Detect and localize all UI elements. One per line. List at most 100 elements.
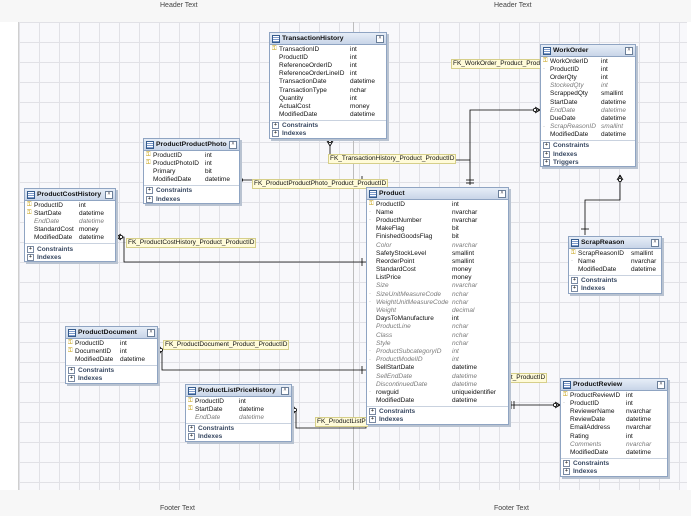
section-indexes[interactable]: +Indexes	[66, 375, 157, 383]
expand-icon[interactable]: +	[27, 245, 34, 253]
expand-icon[interactable]: +	[369, 408, 376, 416]
expand-icon[interactable]: +	[563, 468, 570, 476]
table-header[interactable]: ProductProductPhoto˄	[144, 139, 239, 151]
expand-icon[interactable]: +	[27, 253, 34, 261]
table-header[interactable]: ProductReview˄	[561, 379, 667, 391]
expand-icon[interactable]: +	[146, 195, 153, 203]
section-indexes[interactable]: +Indexes	[186, 433, 291, 441]
fk-label-transaction-history[interactable]: FK_TransactionHistory_Product_ProductID	[328, 154, 457, 164]
collapse-icon[interactable]: ˄	[376, 34, 384, 43]
section-indexes[interactable]: +Indexes	[367, 416, 508, 424]
table-header[interactable]: ScrapReason˄	[569, 237, 661, 249]
expand-icon[interactable]: +	[563, 460, 570, 468]
fk-label-product-photo[interactable]: FK_ProductProductPhoto_Product_ProductID	[252, 179, 389, 189]
section-constraints[interactable]: +Constraints	[541, 142, 635, 150]
expand-icon[interactable]: +	[369, 416, 376, 424]
expand-icon[interactable]: +	[543, 150, 550, 158]
expand-icon[interactable]: +	[571, 277, 578, 285]
fk-scrapreason-line[interactable]	[584, 175, 621, 235]
expand-icon[interactable]: +	[272, 130, 279, 138]
section-constraints[interactable]: +Constraints	[561, 460, 667, 468]
section-indexes[interactable]: +Indexes	[569, 285, 661, 293]
section-constraints[interactable]: +Constraints	[25, 245, 115, 253]
table-header[interactable]: Product˄	[367, 188, 508, 200]
section-indexes[interactable]: +Indexes	[270, 130, 386, 138]
collapse-icon[interactable]: ˄	[498, 189, 506, 198]
table-header[interactable]: TransactionHistory˄	[270, 33, 386, 45]
expand-icon[interactable]: +	[543, 158, 550, 166]
fk-workorder-line[interactable]	[469, 109, 540, 160]
table-header[interactable]: WorkOrder˄	[541, 45, 635, 57]
table-header[interactable]: ProductDocument˄	[66, 327, 157, 339]
section-indexes[interactable]: +Indexes	[541, 150, 635, 158]
expand-icon[interactable]: +	[68, 367, 75, 375]
collapse-icon[interactable]: ˄	[657, 380, 665, 389]
fk-label-cost-history[interactable]: FK_ProductCostHistory_Product_ProductID	[126, 238, 257, 248]
table-header[interactable]: ProductCostHistory˄	[25, 189, 115, 201]
section-triggers[interactable]: +Triggers	[541, 158, 635, 166]
section-constraints[interactable]: +Constraints	[569, 277, 661, 285]
collapse-icon[interactable]: ˄	[147, 328, 155, 337]
expand-icon[interactable]: +	[146, 187, 153, 195]
collapse-icon[interactable]: ˄	[105, 190, 113, 199]
section-indexes[interactable]: +Indexes	[144, 195, 239, 203]
collapse-icon[interactable]: ˄	[625, 46, 633, 55]
